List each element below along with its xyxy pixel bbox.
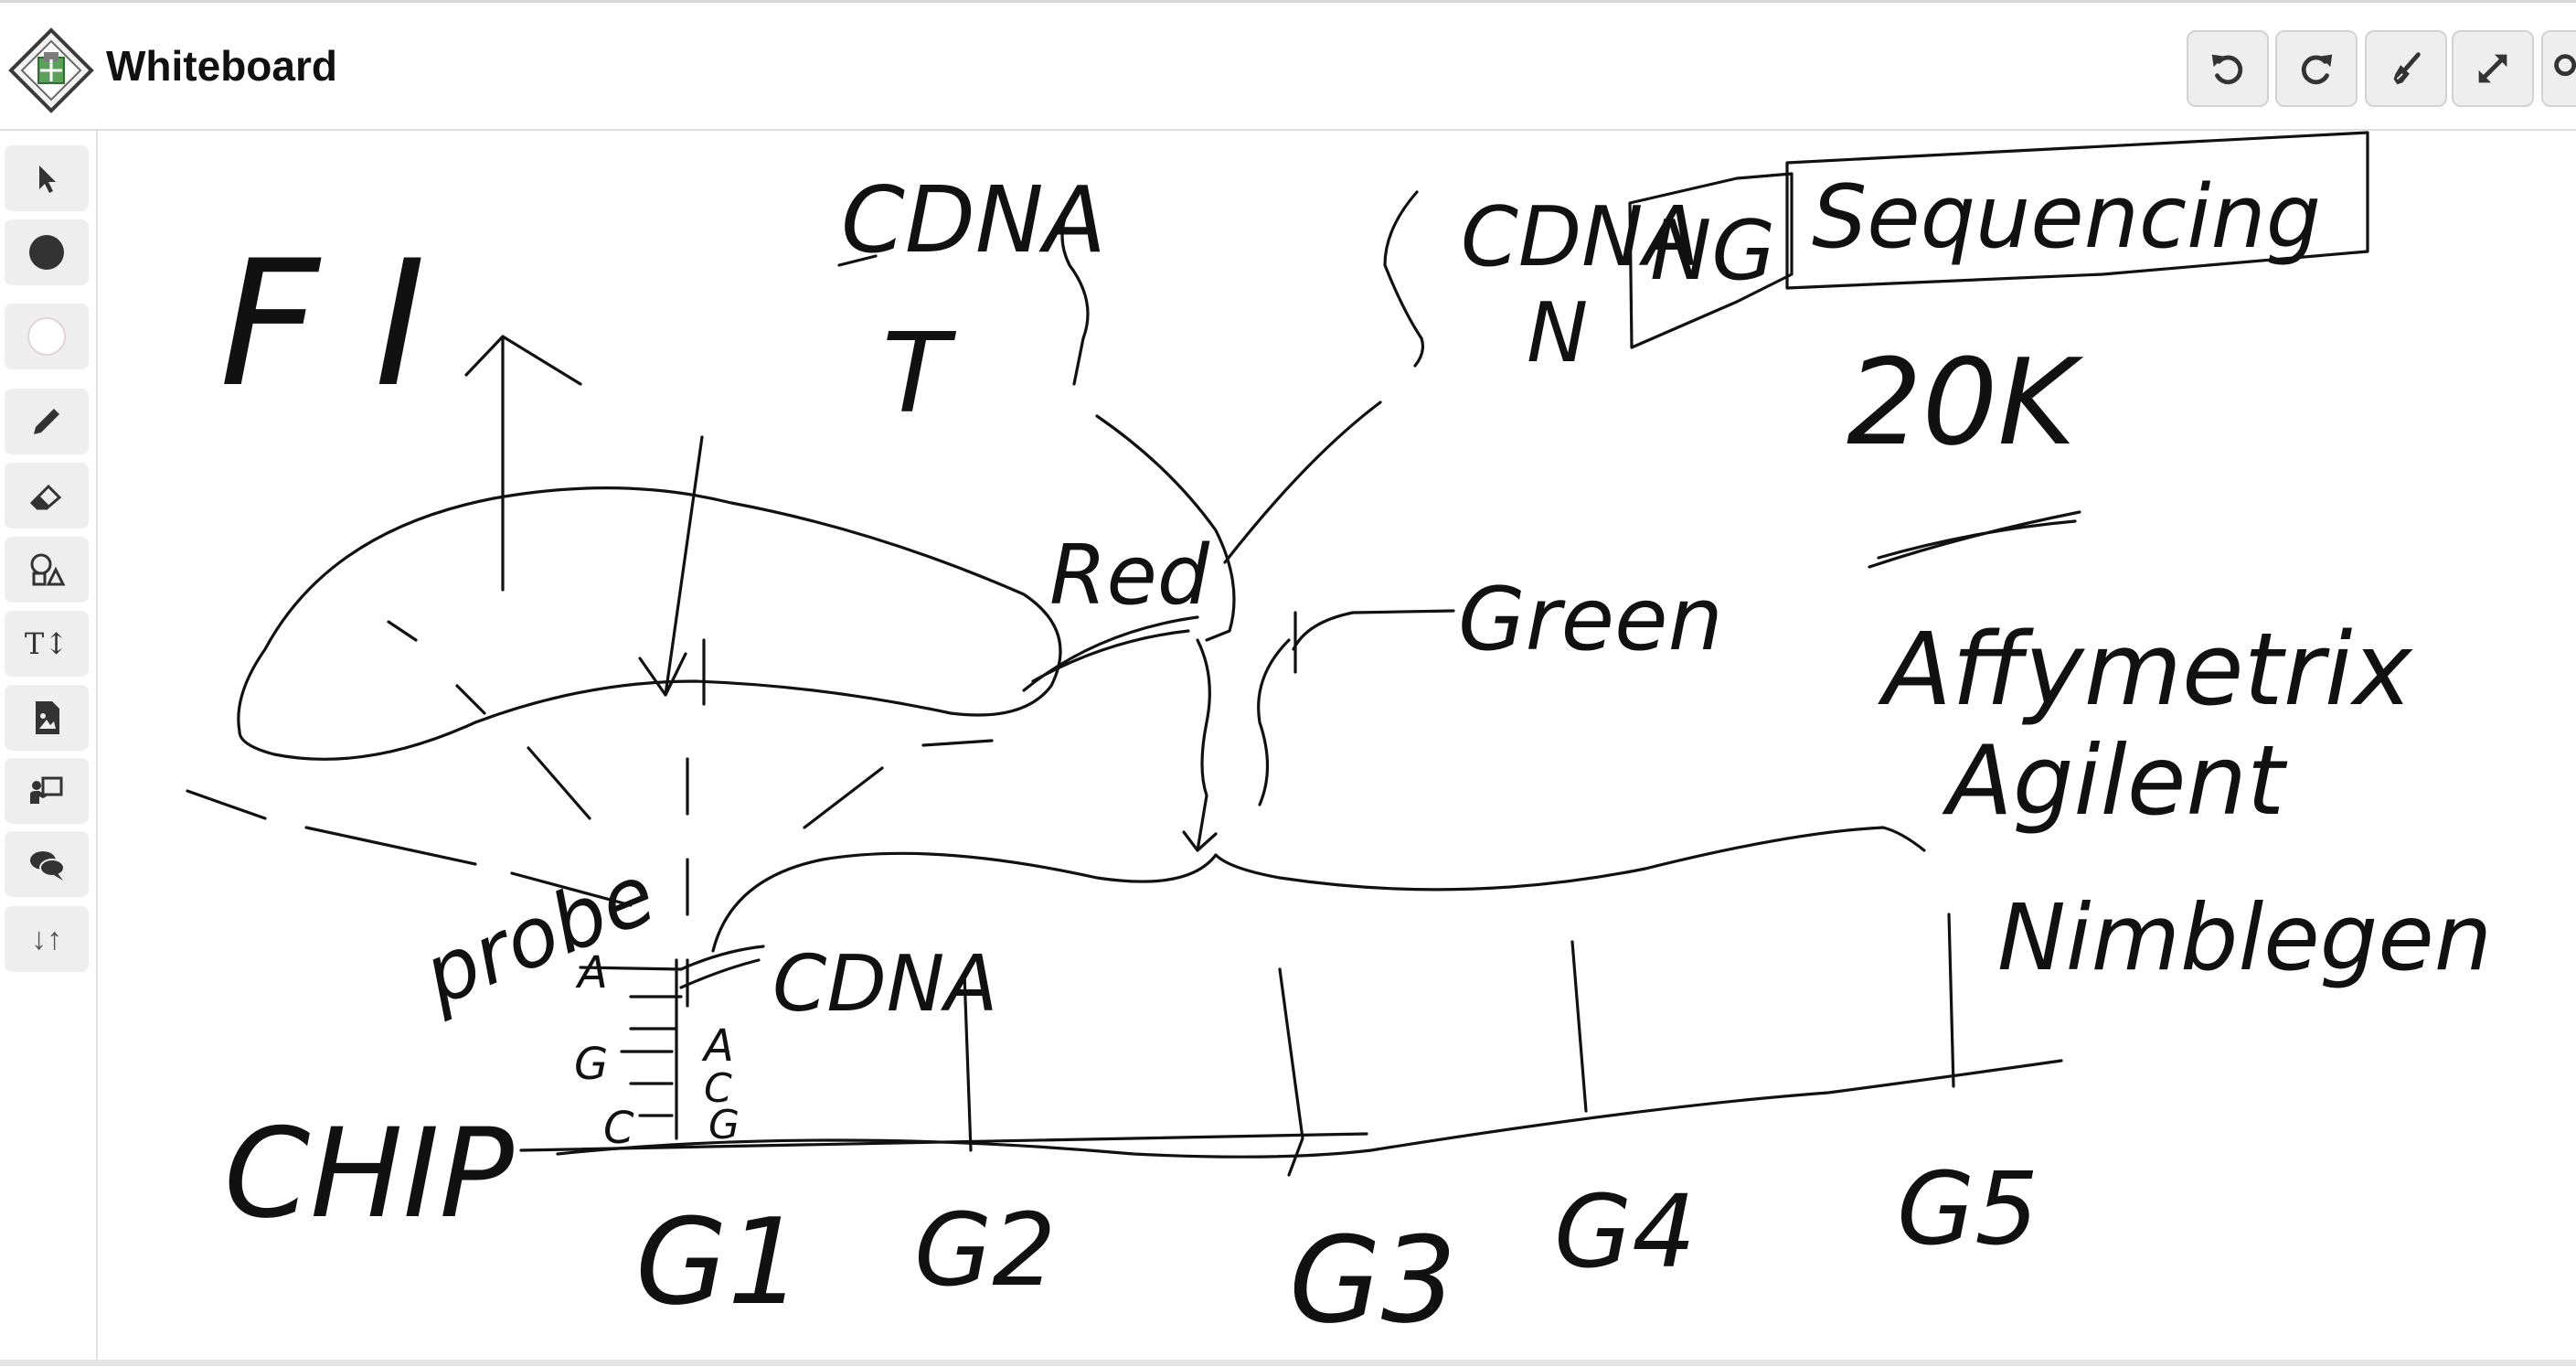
chip-surface-line [556, 1059, 2063, 1159]
undo-icon [2211, 54, 2243, 85]
red-connector-right [1223, 400, 1382, 564]
red-label: Red [1049, 528, 1210, 624]
twenty-k-label: 20K [1847, 333, 2083, 472]
tool-sidebar: T↕ ↓↑ [0, 131, 98, 1362]
probe-base-1: A [575, 947, 608, 999]
text-tool[interactable]: T↕ [5, 611, 89, 677]
top-border [0, 0, 2576, 3]
undo-button[interactable] [2187, 30, 2269, 107]
red-connector [1095, 414, 1236, 642]
whiteboard-canvas[interactable]: F I CDNA T CDNA N NG Sequencing 20K Red [98, 131, 2576, 1362]
fi-label: F I [219, 223, 426, 425]
probe-scribble [679, 945, 765, 989]
affymetrix-label: Affymetrix [1878, 611, 2413, 728]
image-tool[interactable] [5, 685, 89, 751]
green-connector [1292, 609, 1455, 674]
pen-tool[interactable] [5, 389, 89, 454]
probe-base-3: C [603, 1103, 634, 1154]
affy-scribble [1868, 510, 2081, 569]
redo-icon [2301, 54, 2333, 85]
agilent-label: Agilent [1942, 725, 2288, 837]
probe-label: probe [410, 846, 668, 1025]
fullscreen-button[interactable] [2452, 30, 2534, 107]
redo-button[interactable] [2275, 30, 2358, 107]
cdna-brace-left [1060, 190, 1090, 386]
g1-label: G1 [635, 1192, 803, 1331]
sequencing-label: Sequencing [1812, 167, 2321, 268]
cell-outline [237, 486, 1062, 761]
t-label: T [882, 311, 957, 438]
expand-icon [2478, 54, 2507, 83]
n-label: N [1527, 285, 1588, 381]
chat-icon [30, 851, 65, 881]
broom-icon [2393, 52, 2421, 85]
cursor-icon [39, 166, 56, 193]
whiteboard-logo-icon [8, 27, 94, 113]
cdna-chip-label: CDNA [772, 939, 998, 1030]
target-base-2: C [704, 1065, 732, 1112]
downward-arrow [638, 435, 704, 697]
g3-label: G3 [1289, 1211, 1456, 1350]
chip-label: CHIP [224, 1102, 515, 1245]
shapes-icon [30, 553, 66, 586]
select-tool[interactable] [5, 145, 89, 211]
color-swatch-icon [27, 317, 66, 356]
probe-base-2: G [574, 1039, 608, 1090]
target-base-1: A [701, 1020, 734, 1072]
dashed-line-lower [186, 789, 633, 907]
pencil-icon [34, 409, 59, 434]
more-button[interactable] [2541, 30, 2576, 107]
cdna-top-label: CDNA [841, 166, 1106, 273]
eraser-icon [29, 484, 62, 510]
sequencing-box [1785, 131, 2369, 290]
bottom-border [0, 1360, 2576, 1366]
green-label: Green [1458, 570, 1723, 670]
dashed-ray-left [387, 620, 591, 820]
cdna-brace-right [1383, 190, 1425, 368]
g5-label: G5 [1897, 1150, 2038, 1267]
green-wiggle [1257, 638, 1291, 806]
chip-dividers [963, 913, 1955, 1177]
surface-wave [711, 826, 1926, 953]
down-wiggle-arrow [1182, 638, 1218, 852]
sort-tool[interactable]: ↓↑ [5, 906, 89, 972]
nimblegen-label: Nimblegen [1997, 884, 2492, 991]
probe-strand [579, 958, 683, 1140]
shapes-tool[interactable] [5, 537, 89, 603]
drawing-surface: F I CDNA T CDNA N NG Sequencing 20K Red [186, 131, 2492, 1350]
red-scribble [1022, 615, 1199, 692]
dot-tool[interactable] [5, 219, 89, 285]
search-icon [2554, 54, 2576, 77]
chat-tool[interactable] [5, 831, 89, 897]
color-tool[interactable] [5, 304, 89, 369]
present-tool[interactable] [5, 758, 89, 824]
presenter-icon [30, 776, 63, 804]
g2-label: G2 [914, 1191, 1056, 1308]
clear-button[interactable] [2365, 30, 2447, 107]
upward-arrow [464, 335, 582, 592]
filled-circle-icon [29, 235, 64, 270]
ng-box [1628, 172, 1794, 349]
app-header: Whiteboard [0, 3, 2576, 131]
cdna-right-label: CDNA [1461, 189, 1699, 285]
g4-label: G4 [1554, 1173, 1696, 1290]
app-title: Whiteboard [106, 42, 337, 90]
arrows-up-down-icon: ↓↑ [31, 921, 62, 956]
dashed-ray-right [803, 739, 994, 829]
dashed-ray-center [686, 638, 706, 1008]
image-file-icon [36, 701, 59, 734]
cdna-top-scribble [837, 254, 878, 267]
eraser-tool[interactable] [5, 463, 89, 529]
ng-label: NG [1650, 203, 1775, 299]
text-icon: T↕ [24, 626, 69, 661]
